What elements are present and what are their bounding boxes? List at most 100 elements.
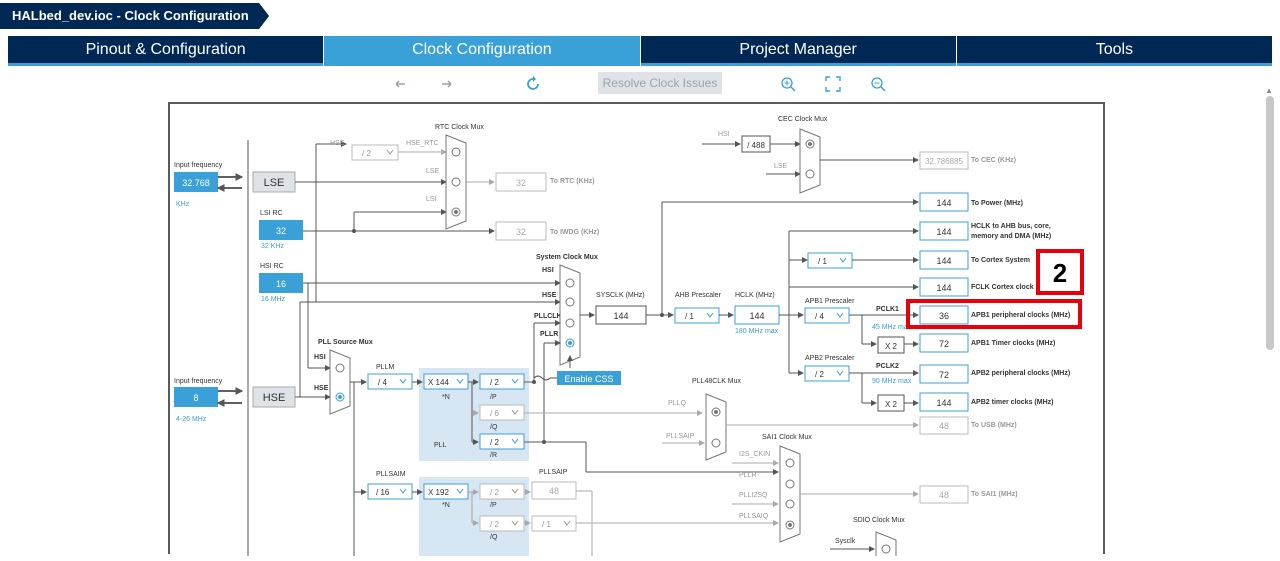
- sys-mux-radio-pllclk[interactable]: [565, 318, 575, 328]
- tab-pinout-configuration[interactable]: Pinout & Configuration: [8, 36, 324, 66]
- sys-pllr-label: PLLR: [540, 331, 558, 338]
- pllsaiq-div-select[interactable]: [479, 515, 525, 532]
- pllsaip-div-select[interactable]: [479, 483, 525, 500]
- power-value: 144: [936, 198, 951, 208]
- system-clock-mux[interactable]: [559, 264, 581, 366]
- plln-value: X 144: [428, 378, 449, 387]
- cec-clock-mux[interactable]: [799, 128, 821, 194]
- redo-icon[interactable]: [438, 76, 454, 92]
- pllsaiq-div2-value: / 1: [542, 520, 551, 529]
- undo-icon[interactable]: [393, 76, 409, 92]
- lsi-rc-block: [259, 220, 303, 240]
- lse-input-value: 32.768: [182, 178, 210, 188]
- pllsaiq-div-value: / 2: [490, 520, 499, 529]
- hse-input-field[interactable]: [174, 387, 218, 407]
- apb1-prescaler-label: APB1 Prescaler: [805, 298, 855, 305]
- sys-mux-radio-hsi[interactable]: [565, 278, 575, 288]
- clock-diagram-canvas: Input frequency 32.768 KHz LSE LSI RC 32…: [168, 102, 1105, 561]
- lse-input-field[interactable]: [174, 172, 218, 192]
- sys-mux-radio-hse[interactable]: [565, 297, 575, 307]
- cec-lse-label: LSE: [774, 163, 788, 170]
- sdio-mux-title: SDIO Clock Mux: [853, 517, 905, 524]
- sai1-plli2sq-label: PLLI2SQ: [739, 492, 768, 499]
- sai1-clock-mux[interactable]: [779, 445, 801, 543]
- sys-hse-label: HSE: [542, 292, 557, 299]
- lsi-unit: 32 KHz: [261, 243, 284, 250]
- apb2-peripheral-output-field: [919, 364, 969, 384]
- hse-input-label: Input frequency: [174, 378, 223, 385]
- refresh-icon[interactable]: [525, 76, 541, 92]
- sai1-radio-plli2sq[interactable]: [785, 499, 795, 509]
- hclk-ahb-output-label-1: HCLK to AHB bus, core,: [971, 223, 1051, 230]
- enable-css-label: Enable CSS: [564, 374, 613, 384]
- pll48clk-mux[interactable]: [705, 393, 727, 461]
- highlight-apb1-peripheral-clock: [906, 299, 1082, 329]
- apb1-x2-value: X 2: [885, 342, 898, 351]
- enable-css-button[interactable]: [557, 371, 621, 385]
- clock-tree-diagram: Input frequency 32.768 KHz LSE LSI RC 32…: [174, 116, 1070, 561]
- rtc-mux-radio-hse[interactable]: [451, 147, 461, 157]
- fit-icon[interactable]: [825, 76, 841, 92]
- pll-src-radio-hsi[interactable]: [335, 363, 345, 373]
- zoom-in-icon[interactable]: [780, 76, 796, 92]
- vertical-scrollbar[interactable]: [1266, 96, 1274, 350]
- sai1-radio-pllr[interactable]: [785, 479, 795, 489]
- pll-source-mux[interactable]: [329, 349, 351, 415]
- apb2-timer-output-label: APB2 timer clocks (MHz): [971, 399, 1053, 406]
- apb2-prescaler-label: APB2 Prescaler: [805, 355, 855, 362]
- pllp-select[interactable]: [479, 373, 525, 390]
- apb1-timer-value: 72: [939, 339, 949, 349]
- cec-mux-title: CEC Clock Mux: [778, 116, 828, 123]
- rtc-div-value: / 2: [362, 149, 371, 158]
- sai1-pllsaiq-label: PLLSAIQ: [739, 513, 769, 520]
- resolve-clock-issues-button[interactable]: Resolve Clock Issues: [598, 72, 722, 94]
- pll-label: PLL: [434, 442, 447, 449]
- hsi-rc-label: HSI RC: [260, 263, 284, 270]
- fclk-output-field: [919, 277, 969, 297]
- pllm-select[interactable]: [367, 373, 413, 390]
- pclk1-label: PCLK1: [876, 306, 899, 313]
- sysclk-label: SYSCLK (MHz): [596, 292, 645, 299]
- pllsaim-select[interactable]: [367, 483, 413, 500]
- pllr-select[interactable]: [479, 433, 525, 450]
- iwdg-output-label: To IWDG (KHz): [550, 229, 599, 236]
- apb1-timer-multiplier: [877, 336, 905, 354]
- pll48-radio-pllsaip[interactable]: [711, 438, 721, 448]
- title-bar: HALbed_dev.ioc - Clock Configuration: [0, 0, 1280, 32]
- ahb-prescaler-select[interactable]: [674, 307, 720, 324]
- pllq-label: /Q: [490, 424, 498, 431]
- plln-label: *N: [442, 394, 450, 401]
- tab-clock-configuration[interactable]: Clock Configuration: [324, 36, 640, 66]
- sai1-output-label: To SAI1 (MHz): [971, 491, 1018, 498]
- cec-mux-radio-lse[interactable]: [805, 169, 815, 179]
- apb2-peripheral-output-label: APB2 peripheral clocks (MHz): [971, 370, 1070, 377]
- sysclk-value: 144: [613, 311, 628, 321]
- pll48-pllq-label: PLLQ: [668, 400, 686, 407]
- apb1-prescaler-select[interactable]: [804, 307, 850, 324]
- apb2-timer-value: 144: [936, 398, 951, 408]
- rtc-hse-rtc-label: HSE_RTC: [406, 140, 439, 147]
- tab-tools[interactable]: Tools: [956, 36, 1272, 66]
- rtc-hse-label: HSE: [330, 140, 345, 147]
- rtc-output-label: To RTC (KHz): [550, 178, 595, 185]
- sai1-output-field: [919, 485, 969, 504]
- hse-label: HSE: [263, 392, 286, 404]
- pllsaiq-div2-select[interactable]: [531, 515, 577, 532]
- rtc-output-field: [495, 172, 547, 192]
- rtc-mux-radio-lse[interactable]: [451, 177, 461, 187]
- apb1-peripheral-output-field: [919, 305, 969, 325]
- cortex-div-select[interactable]: [807, 252, 853, 269]
- tab-project-manager[interactable]: Project Manager: [640, 36, 956, 66]
- rtc-value: 32: [516, 178, 526, 188]
- cec-value: 32.786885: [925, 157, 963, 166]
- usb-value: 48: [939, 421, 949, 431]
- pllsaip-value: 48: [549, 486, 559, 496]
- zoom-out-icon[interactable]: [870, 76, 886, 92]
- scroll-up-arrow-icon[interactable]: ▲: [1265, 86, 1273, 95]
- pllq-select[interactable]: [479, 404, 525, 421]
- sdio-radio-sysclk[interactable]: [881, 544, 891, 554]
- apb2-prescaler-select[interactable]: [804, 365, 850, 382]
- hsi-unit: 16 MHz: [261, 296, 286, 303]
- sai1-radio-i2s[interactable]: [785, 458, 795, 468]
- cec-output-label: To CEC (KHz): [971, 157, 1016, 164]
